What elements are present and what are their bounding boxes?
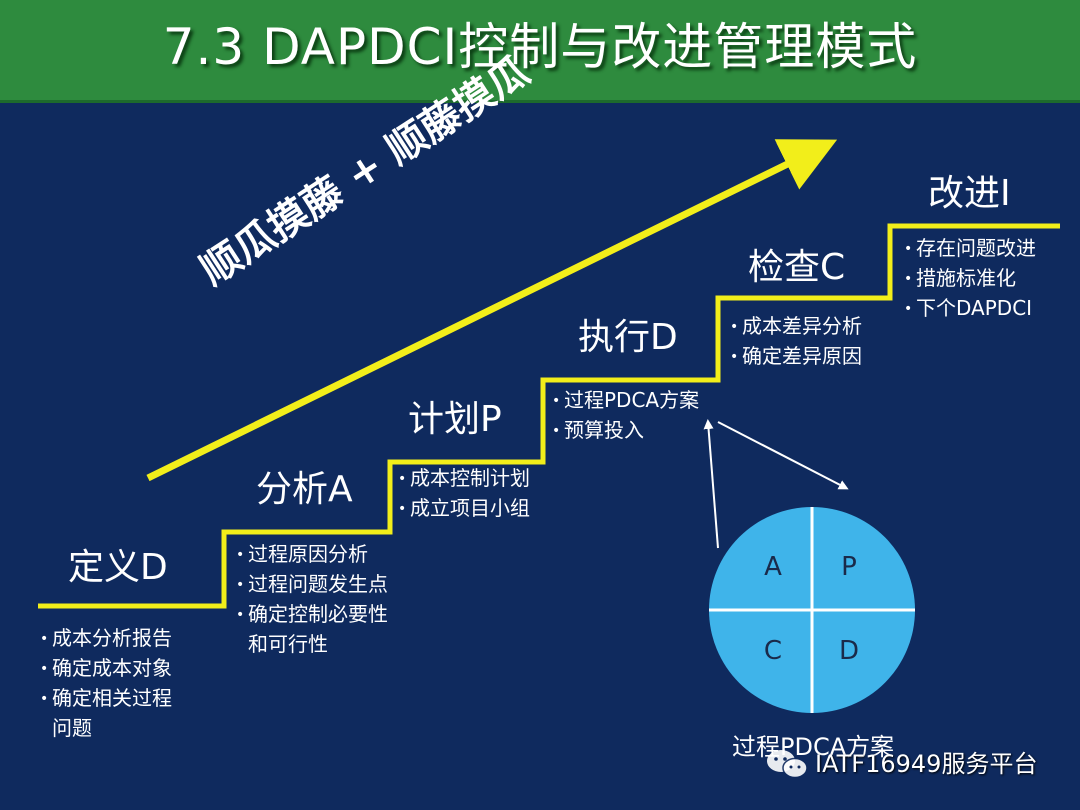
watermark-text: IATF16949服务平台: [815, 750, 1038, 778]
bullet-text: 过程PDCA方案: [564, 388, 700, 412]
stage-title-improve: 改进I: [928, 173, 1011, 214]
progress-arrow: [146, 139, 838, 482]
stage-title-execute: 执行D: [578, 317, 678, 358]
stage-title-define: 定义D: [68, 547, 168, 588]
bullet-text: 确定成本对象: [52, 656, 172, 680]
header-bar: 7.3 DAPDCI控制与改进管理模式: [0, 0, 1080, 103]
watermark: IATF16949服务平台: [765, 748, 1037, 780]
pdca-letter-p: P: [841, 552, 857, 582]
staircase-line: [38, 223, 1060, 609]
stage-title-plan: 计划P: [408, 399, 502, 440]
stage-bullets-analyze: •过程原因分析 •过程问题发生点 •确定控制必要性 和可行性: [236, 542, 388, 656]
bullet-text: 确定控制必要性: [248, 602, 388, 626]
stage-bullets-plan: •成本控制计划 •成立项目小组: [398, 466, 530, 520]
pdca-letter-c: C: [763, 636, 783, 666]
connector-arrow-up: [703, 419, 719, 549]
bullet-text: 预算投入: [564, 418, 644, 442]
bullet-text: 成本差异分析: [742, 314, 862, 338]
bullet-text: 确定差异原因: [742, 344, 862, 368]
connector-arrow-down: [717, 421, 849, 490]
bullet-text: 确定相关过程: [52, 686, 172, 710]
bullet-text: 措施标准化: [916, 266, 1016, 290]
pdca-caption: 过程PDCA方案: [732, 733, 895, 761]
bullet-text: 和可行性: [248, 632, 328, 656]
stage-bullets-execute: •过程PDCA方案 •预算投入: [552, 388, 700, 442]
bullet-text: 存在问题改进: [916, 236, 1036, 260]
pdca-letter-d: D: [838, 636, 860, 666]
bullet-text: 成本分析报告: [52, 626, 172, 650]
bullet-text: 过程原因分析: [248, 542, 368, 566]
bullet-text: 下个DAPDCI: [916, 296, 1033, 320]
wechat-icon: [767, 750, 808, 779]
bullet-text: 问题: [52, 716, 92, 740]
stage-bullets-check: •成本差异分析 •确定差异原因: [730, 314, 862, 368]
bullet-text: 成本控制计划: [410, 466, 530, 490]
stage-title-analyze: 分析A: [256, 469, 353, 510]
bullet-text: 过程问题发生点: [248, 572, 388, 596]
stage-bullets-define: •成本分析报告 •确定成本对象 •确定相关过程 问题: [40, 626, 172, 740]
stage-title-check: 检查C: [748, 247, 846, 288]
stage-bullets-improve: •存在问题改进 •措施标准化 •下个DAPDCI: [904, 236, 1036, 320]
page-title: 7.3 DAPDCI控制与改进管理模式: [162, 18, 918, 76]
pdca-letter-a: A: [764, 552, 782, 582]
bullet-text: 成立项目小组: [410, 496, 530, 520]
